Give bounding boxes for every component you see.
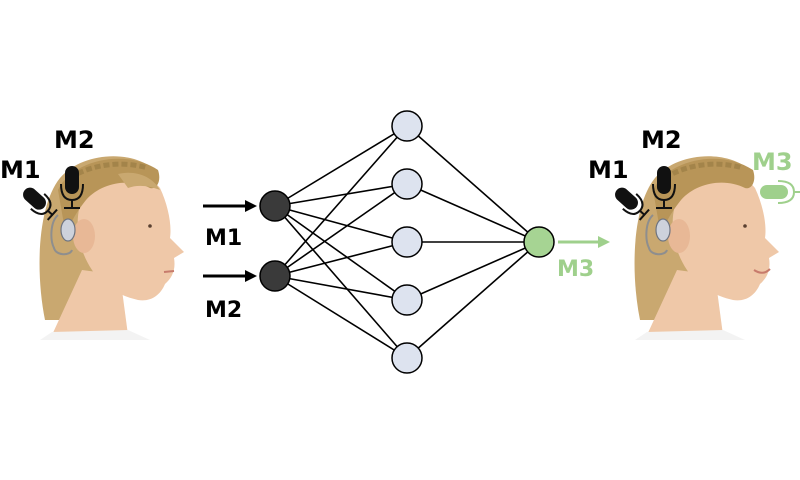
arrow-right-icon xyxy=(203,200,257,212)
right-person-braid xyxy=(663,161,744,181)
right-label-m2: M2 xyxy=(641,126,682,154)
arrow-right-icon xyxy=(558,236,610,248)
left-person-shirt xyxy=(40,330,150,340)
input-node-m2 xyxy=(259,260,291,292)
input-arrows: M1 M2 xyxy=(203,200,257,323)
microphone-icon xyxy=(23,187,58,221)
right-person-eye xyxy=(743,224,747,228)
left-person-mouth xyxy=(163,270,175,273)
left-label-m2: M2 xyxy=(54,126,95,154)
arrow-right-icon xyxy=(203,270,257,282)
hidden-node xyxy=(391,110,423,142)
input-label-m1: M1 xyxy=(205,226,242,251)
hidden-node xyxy=(391,284,423,316)
output-node-m3 xyxy=(523,226,555,258)
left-person-eye xyxy=(148,224,152,228)
hearing-aid-icon xyxy=(50,214,76,256)
right-label-m3: M3 xyxy=(752,148,793,176)
input-node-m1 xyxy=(259,190,291,222)
microphone-icon xyxy=(615,187,650,221)
output-arrow: M3 xyxy=(557,236,610,282)
hidden-node xyxy=(391,168,423,200)
right-person-ear xyxy=(668,219,690,253)
right-person-smile xyxy=(753,268,771,274)
network-edges xyxy=(274,125,540,359)
right-person-shirt xyxy=(635,330,745,340)
right-person-face xyxy=(672,176,779,301)
left-person-face xyxy=(77,176,184,301)
microphone-icon xyxy=(60,166,84,209)
right-person-hair-top xyxy=(653,158,755,236)
microphone-icon xyxy=(652,166,676,209)
left-person-braid xyxy=(68,161,149,181)
right-label-m1: M1 xyxy=(588,156,629,184)
output-label-m3: M3 xyxy=(557,257,594,282)
neural-network xyxy=(259,110,555,374)
left-person-ear xyxy=(73,219,95,253)
left-label-m1: M1 xyxy=(0,156,41,184)
input-label-m2: M2 xyxy=(205,298,242,323)
left-person-hair-fringe xyxy=(118,172,160,190)
microphone-icon xyxy=(760,180,800,204)
hearing-aid-icon xyxy=(645,214,671,256)
hidden-node xyxy=(391,226,423,258)
left-person: M1 M2 xyxy=(0,126,184,340)
right-person: M1 M2 M3 xyxy=(588,126,800,340)
hidden-node xyxy=(391,342,423,374)
